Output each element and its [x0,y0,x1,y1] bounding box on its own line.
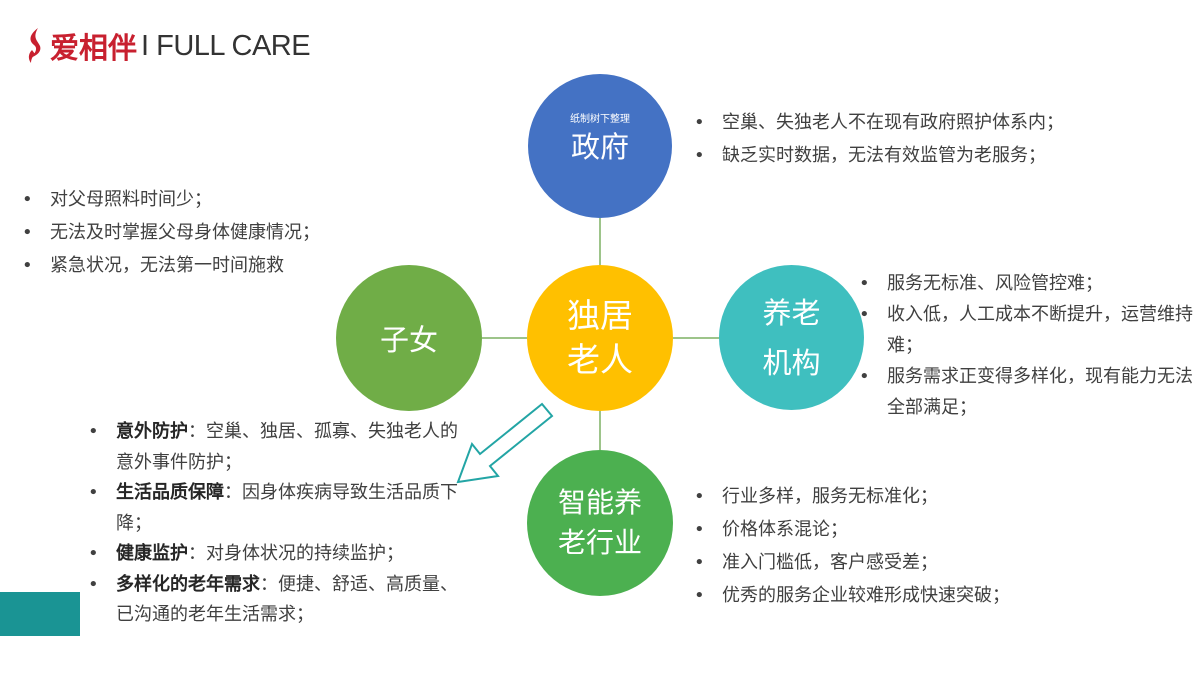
list-item: 紧急状况，无法第一时间施救 [20,249,320,282]
elderly-needs-list: 意外防护：空巢、独居、孤寡、失独老人的意外事件防护； 生活品质保障：因身体疾病导… [86,417,466,631]
brand-logo: 爱相伴 I FULL CARE [22,26,311,66]
need-title: 健康监护 [116,543,188,564]
institutions-node: 养老 机构 [719,265,864,410]
industry-node: 智能养 老行业 [527,450,673,596]
list-item: 价格体系混论； [692,513,1010,546]
list-item: 服务无标准、风险管控难； [857,268,1197,299]
list-item: 健康监护：对身体状况的持续监护； [86,539,466,570]
list-item: 意外防护：空巢、独居、孤寡、失独老人的意外事件防护； [86,417,466,478]
need-title: 生活品质保障 [116,482,224,503]
children-node: 子女 [336,265,482,411]
need-text: ：便捷、舒适、高质量、已沟通的老年生活需求； [116,573,458,626]
institutions-label-line1: 养老 [762,295,821,330]
institutions-label-line2: 机构 [762,345,821,380]
list-item: 空巢、失独老人不在现有政府照护体系内； [692,106,1064,139]
need-title: 多样化的老年需求 [116,573,260,595]
center-label-line1: 独居 [567,296,633,335]
center-label-line2: 老人 [567,340,633,379]
children-issues-list: 对父母照料时间少； 无法及时掌握父母身体健康情况； 紧急状况，无法第一时间施救 [20,183,320,282]
government-small-text: 纸制树下整理 [570,114,630,125]
list-item: 准入门槛低，客户感受差； [692,546,1010,579]
government-issues-list: 空巢、失独老人不在现有政府照护体系内； 缺乏实时数据，无法有效监管为老服务； [692,106,1064,172]
decorative-teal-bar [0,592,80,636]
list-item: 生活品质保障：因身体疾病导致生活品质下降； [86,478,466,539]
industry-label-line1: 智能养 [557,486,642,519]
government-label: 政府 [570,130,629,164]
government-node: 纸制树下整理 政府 [528,74,672,218]
need-title: 意外防护 [116,421,188,442]
list-item: 优秀的服务企业较难形成快速突破； [692,579,1010,612]
industry-label-line2: 老行业 [557,526,642,559]
logo-chinese-text: 爱相伴 [50,31,138,65]
list-item: 缺乏实时数据，无法有效监管为老服务； [692,139,1064,172]
list-item: 对父母照料时间少； [20,183,320,216]
list-item: 行业多样，服务无标准化； [692,480,1010,513]
logo-flame-icon [28,28,41,63]
list-item: 多样化的老年需求：便捷、舒适、高质量、已沟通的老年生活需求； [86,570,466,631]
hollow-arrow-icon [456,402,554,484]
logo-english-text: I FULL CARE [141,29,311,62]
children-label: 子女 [379,323,438,357]
need-text: ：空巢、独居、孤寡、失独老人的意外事件防护； [116,421,458,473]
need-text: ：因身体疾病导致生活品质下降； [116,482,458,534]
list-item: 收入低，人工成本不断提升，运营维持难； [857,299,1197,361]
list-item: 服务需求正变得多样化，现有能力无法全部满足； [857,361,1197,423]
center-node-elderly: 独居 老人 [527,265,673,411]
industry-issues-list: 行业多样，服务无标准化； 价格体系混论； 准入门槛低，客户感受差； 优秀的服务企… [692,480,1010,612]
institutions-issues-list: 服务无标准、风险管控难； 收入低，人工成本不断提升，运营维持难； 服务需求正变得… [857,268,1197,423]
need-text: ：对身体状况的持续监护； [188,543,404,564]
list-item: 无法及时掌握父母身体健康情况； [20,216,320,249]
